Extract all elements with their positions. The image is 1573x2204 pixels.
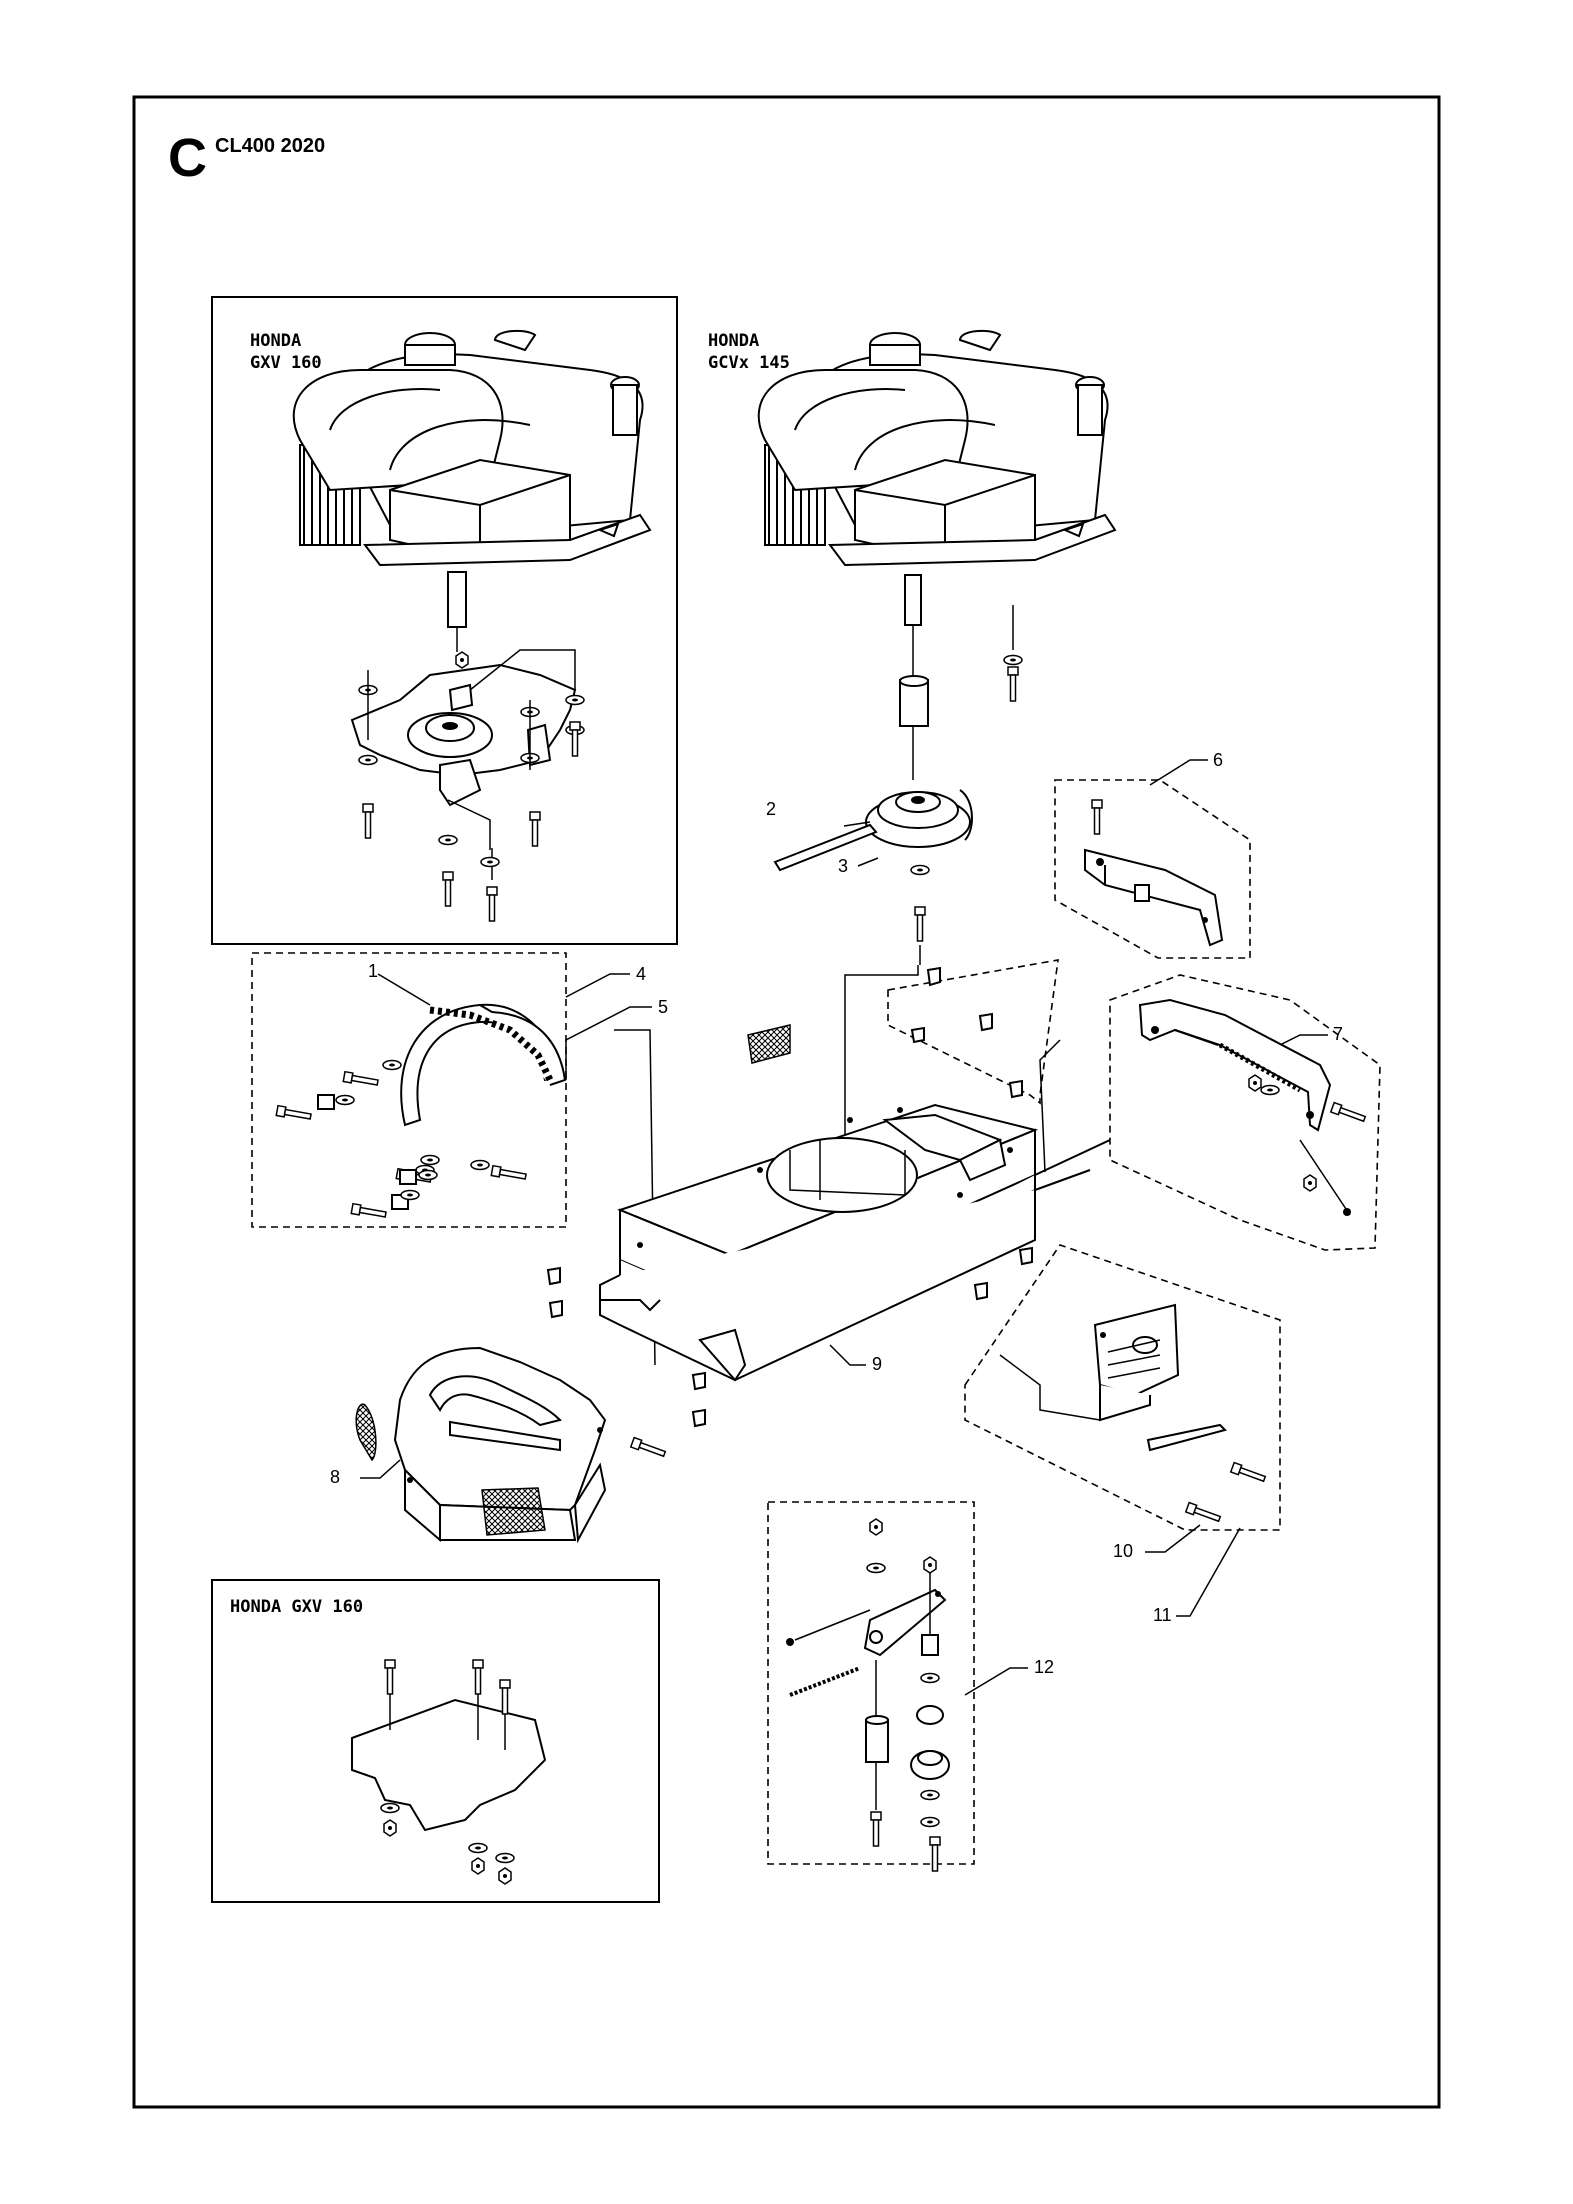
chassis-frame-part-9 xyxy=(546,1024,1111,1428)
inset-honda-gxv160-top xyxy=(211,296,678,945)
inset-top-label-2: GXV 160 xyxy=(250,353,322,373)
inset-bottom-label-1: HONDA GXV 160 xyxy=(230,1597,363,1617)
callout-4: 4 xyxy=(636,964,646,984)
bracket-part-10 xyxy=(999,1303,1267,1525)
section-letter: C xyxy=(168,128,207,188)
callout-8: 8 xyxy=(330,1467,340,1487)
page-frame xyxy=(132,95,1441,2109)
engine-center-label-2: GCVx 145 xyxy=(708,353,790,373)
group-box-7 xyxy=(1109,974,1381,1251)
belt-guard-part-1 xyxy=(275,1003,567,1221)
engine-gxv160-drive-assembly xyxy=(350,571,585,922)
bracket-part-7 xyxy=(1138,998,1367,1216)
callout-5: 5 xyxy=(658,997,668,1017)
callout-7: 7 xyxy=(1333,1024,1343,1044)
callout-6: 6 xyxy=(1213,750,1223,770)
group-box-4 xyxy=(251,952,567,1228)
idler-assembly-part-12 xyxy=(786,1518,950,1872)
engine-center-label-1: HONDA xyxy=(708,331,759,351)
chassis-clips xyxy=(910,966,1023,1099)
bracket-part-6 xyxy=(1084,799,1224,947)
leader-lines xyxy=(360,759,1328,1696)
model-title: CL400 2020 xyxy=(215,135,325,157)
callout-12: 12 xyxy=(1034,1657,1054,1677)
group-box-clips xyxy=(887,959,1059,1105)
callout-9: 9 xyxy=(872,1354,882,1374)
group-box-12 xyxy=(767,1501,975,1865)
engine-gcvx145-drive-assembly xyxy=(773,574,1023,965)
callout-11: 11 xyxy=(1153,1605,1172,1625)
callout-numbers: 1 2 3 4 5 6 7 8 9 10 11 12 xyxy=(330,750,1343,1677)
group-box-6 xyxy=(1054,779,1251,959)
mounting-plate xyxy=(351,1659,547,1885)
group-box-11 xyxy=(964,1244,1281,1531)
cover-part-8 xyxy=(355,1346,667,1544)
engine-gcvx145 xyxy=(757,329,1116,566)
inset-honda-gxv160-bottom xyxy=(211,1579,660,1903)
callout-3: 3 xyxy=(838,856,848,876)
inset-top-label-1: HONDA xyxy=(250,331,301,351)
callout-1: 1 xyxy=(368,961,378,981)
callout-2: 2 xyxy=(766,799,776,819)
engine-gxv160 xyxy=(292,329,651,566)
callout-10: 10 xyxy=(1113,1541,1133,1561)
